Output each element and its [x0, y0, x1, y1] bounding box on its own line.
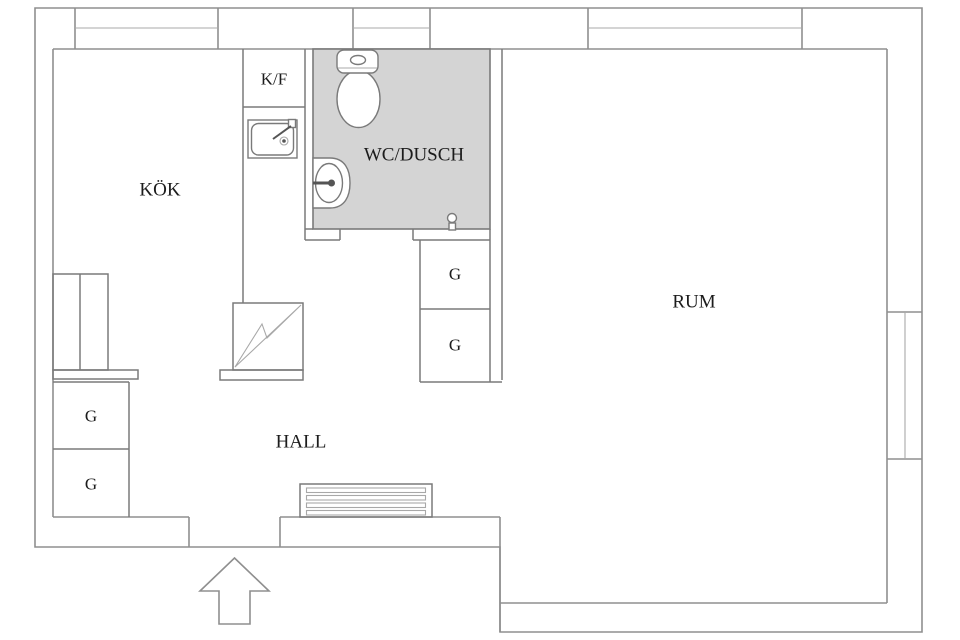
room-label-hall: HALL	[275, 431, 327, 453]
room-label-kok: KÖK	[139, 179, 181, 201]
bathroom-door-wall	[305, 228, 490, 241]
wardrobe-box-wc	[419, 49, 503, 383]
wardrobe-label-4: G	[448, 335, 462, 355]
doormat-grille	[299, 483, 433, 518]
kitchen-sink-fixture	[247, 118, 298, 159]
wardrobe-label-1: G	[84, 406, 98, 426]
entrance-arrow-icon	[198, 556, 271, 625]
room-label-wc-dusch: WC/DUSCH	[363, 144, 465, 166]
room-label-rum: RUM	[672, 291, 716, 313]
window-bathroom	[352, 8, 431, 49]
kitchen-radiator	[52, 273, 109, 371]
washbasin-icon	[312, 157, 351, 209]
wardrobe-label-2: G	[84, 474, 98, 494]
room-label-kf: K/F	[260, 69, 288, 89]
stove-fixture	[219, 302, 304, 381]
window-kitchen	[74, 8, 219, 49]
kitchen-cabinet-strip	[242, 49, 306, 303]
window-room-right	[887, 311, 922, 460]
wardrobe-label-3: G	[448, 264, 462, 284]
window-room-top	[587, 8, 803, 49]
toilet-icon	[336, 49, 381, 129]
shower-valve-icon	[446, 212, 458, 231]
wardrobe-box-hall	[52, 369, 139, 517]
